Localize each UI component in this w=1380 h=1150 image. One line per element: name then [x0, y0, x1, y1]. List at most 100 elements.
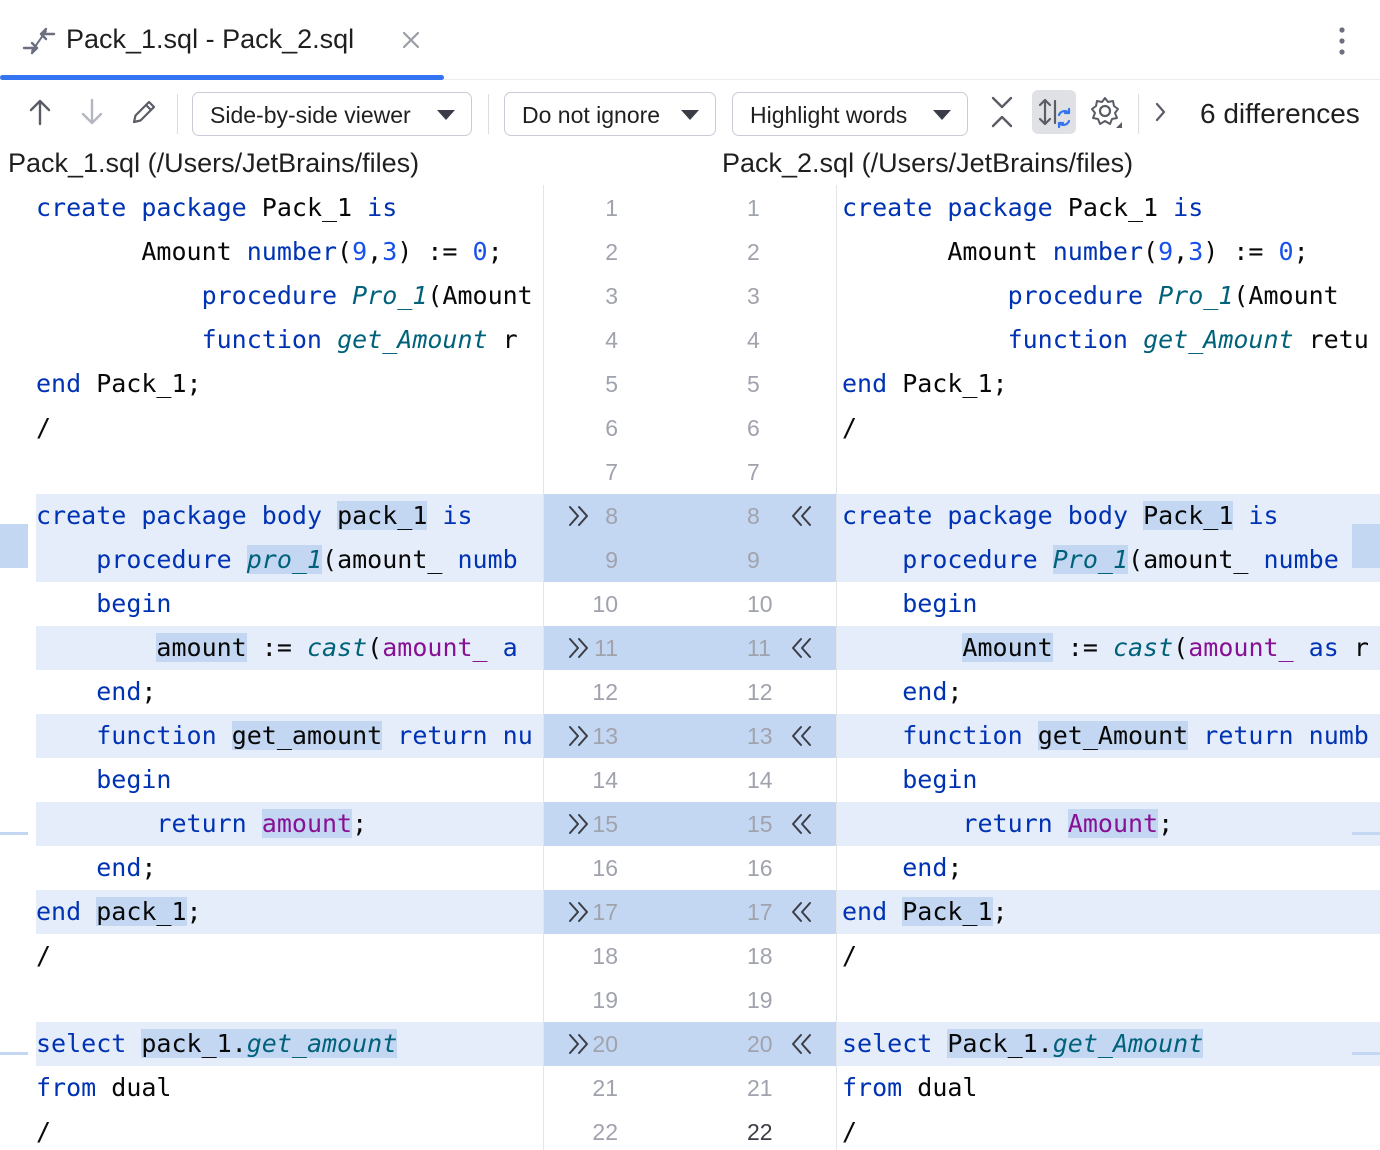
left-code-line[interactable]: / — [0, 934, 543, 978]
apply-right-icon[interactable] — [566, 898, 594, 926]
viewer-mode-select[interactable]: Side-by-side viewer — [192, 92, 472, 136]
code-token: ; — [947, 853, 963, 882]
code-token: ; — [141, 677, 157, 706]
next-difference-button[interactable] — [74, 94, 110, 130]
right-code-line[interactable]: end; — [837, 670, 1380, 714]
code-text: function get_Amount return numb — [842, 714, 1369, 758]
left-line-number: 8 — [605, 503, 618, 529]
left-code-line[interactable]: begin — [0, 758, 543, 802]
apply-left-icon[interactable] — [786, 810, 814, 838]
right-code-line[interactable] — [837, 978, 1380, 1022]
left-code-line[interactable]: create package Pack_1 is — [0, 186, 543, 230]
apply-right-icon[interactable] — [566, 1030, 594, 1058]
apply-right-icon[interactable] — [566, 810, 594, 838]
previous-difference-button[interactable] — [22, 94, 58, 130]
code-text: procedure pro_1(amount_ numb — [36, 538, 518, 582]
right-code-line[interactable]: Amount := cast(amount_ as r — [837, 626, 1380, 670]
left-code-line[interactable] — [0, 978, 543, 1022]
left-code-line[interactable]: Amount number(9,3) := 0; — [0, 230, 543, 274]
left-code-line[interactable]: / — [0, 406, 543, 450]
right-code-line[interactable]: create package body Pack_1 is — [837, 494, 1380, 538]
left-code-line[interactable]: end Pack_1; — [0, 362, 543, 406]
left-code-line[interactable]: amount := cast(amount_ a — [0, 626, 543, 670]
code-token — [842, 721, 902, 750]
left-code-line[interactable]: select pack_1.get_amount — [0, 1022, 543, 1066]
ignore-policy-label: Do not ignore — [522, 102, 661, 128]
right-line-number: 15 — [747, 811, 773, 837]
code-token — [36, 677, 96, 706]
right-code-line[interactable]: create package Pack_1 is — [837, 186, 1380, 230]
code-text: / — [36, 1110, 51, 1150]
left-line-number: 7 — [605, 459, 618, 485]
right-code-line[interactable]: from dual — [837, 1066, 1380, 1110]
code-token: Pack_1 — [1052, 193, 1174, 222]
right-code-line[interactable]: / — [837, 406, 1380, 450]
code-token — [232, 545, 247, 574]
right-code-line[interactable]: Amount number(9,3) := 0; — [837, 230, 1380, 274]
code-token — [382, 721, 397, 750]
code-token — [36, 853, 96, 882]
right-code-line[interactable]: procedure Pro_1(Amount — [837, 274, 1380, 318]
right-code-line[interactable]: function get_Amount retu — [837, 318, 1380, 362]
changed-line-highlight — [837, 626, 1380, 670]
right-code-line[interactable]: select Pack_1.get_Amount — [837, 1022, 1380, 1066]
right-change-marker — [1352, 832, 1380, 835]
right-code-line[interactable]: begin — [837, 758, 1380, 802]
left-code-line[interactable]: function get_amount return nu — [0, 714, 543, 758]
right-code-line[interactable] — [837, 450, 1380, 494]
code-text: / — [842, 1110, 857, 1150]
left-code-line[interactable]: procedure pro_1(amount_ numb — [0, 538, 543, 582]
right-editor[interactable]: create package Pack_1 is Amount number(9… — [837, 185, 1380, 1150]
code-token: create — [842, 193, 933, 222]
settings-button[interactable] — [1088, 94, 1124, 130]
right-code-line[interactable]: procedure Pro_1(amount_ numbe — [837, 538, 1380, 582]
right-code-line[interactable]: return Amount; — [837, 802, 1380, 846]
apply-left-icon[interactable] — [786, 502, 814, 530]
code-text: amount := cast(amount_ a — [36, 626, 518, 670]
left-code-line[interactable]: begin — [0, 582, 543, 626]
left-code-line[interactable]: return amount; — [0, 802, 543, 846]
left-code-line[interactable]: procedure Pro_1(Amount — [0, 274, 543, 318]
right-code-line[interactable]: / — [837, 1110, 1380, 1150]
left-editor[interactable]: create package Pack_1 is Amount number(9… — [0, 185, 543, 1150]
right-code-line[interactable]: begin — [837, 582, 1380, 626]
left-code-line[interactable]: end; — [0, 670, 543, 714]
apply-left-icon[interactable] — [786, 634, 814, 662]
code-token: is — [1173, 193, 1204, 222]
right-code-line[interactable]: / — [837, 934, 1380, 978]
code-token: dual — [902, 1073, 978, 1102]
code-token — [1233, 501, 1248, 530]
right-code-line[interactable]: function get_Amount return numb — [837, 714, 1380, 758]
edit-source-button[interactable] — [126, 94, 162, 130]
expand-toolbar-button[interactable] — [1142, 94, 1178, 130]
left-code-line[interactable]: create package body pack_1 is — [0, 494, 543, 538]
right-line-number: 22 — [747, 1119, 773, 1145]
apply-right-icon[interactable] — [566, 722, 594, 750]
more-options-icon[interactable] — [1326, 24, 1358, 58]
collapse-unchanged-button[interactable] — [984, 94, 1020, 130]
left-code-line[interactable]: from dual — [0, 1066, 543, 1110]
apply-right-icon[interactable] — [566, 502, 594, 530]
right-code-line[interactable]: end Pack_1; — [837, 362, 1380, 406]
code-token: (amount_ — [1128, 545, 1264, 574]
tab-diff[interactable]: Pack_1.sql - Pack_2.sql — [0, 0, 444, 80]
synchronize-scrolling-button[interactable] — [1032, 90, 1076, 134]
left-code-line[interactable]: end; — [0, 846, 543, 890]
close-icon[interactable] — [399, 28, 423, 52]
apply-left-icon[interactable] — [786, 1030, 814, 1058]
code-token — [932, 501, 947, 530]
changed-token: pro_1 — [246, 545, 323, 574]
apply-left-icon[interactable] — [786, 722, 814, 750]
right-code-line[interactable]: end; — [837, 846, 1380, 890]
highlight-mode-select[interactable]: Highlight words — [732, 92, 968, 136]
right-code-line[interactable]: end Pack_1; — [837, 890, 1380, 934]
left-code-line[interactable] — [0, 450, 543, 494]
code-token: / — [842, 413, 858, 442]
code-token: begin — [902, 589, 978, 618]
left-code-line[interactable]: end pack_1; — [0, 890, 543, 934]
ignore-policy-select[interactable]: Do not ignore — [504, 92, 716, 136]
apply-right-icon[interactable] — [566, 634, 594, 662]
left-code-line[interactable]: function get_Amount r — [0, 318, 543, 362]
apply-left-icon[interactable] — [786, 898, 814, 926]
left-code-line[interactable]: / — [0, 1110, 543, 1150]
